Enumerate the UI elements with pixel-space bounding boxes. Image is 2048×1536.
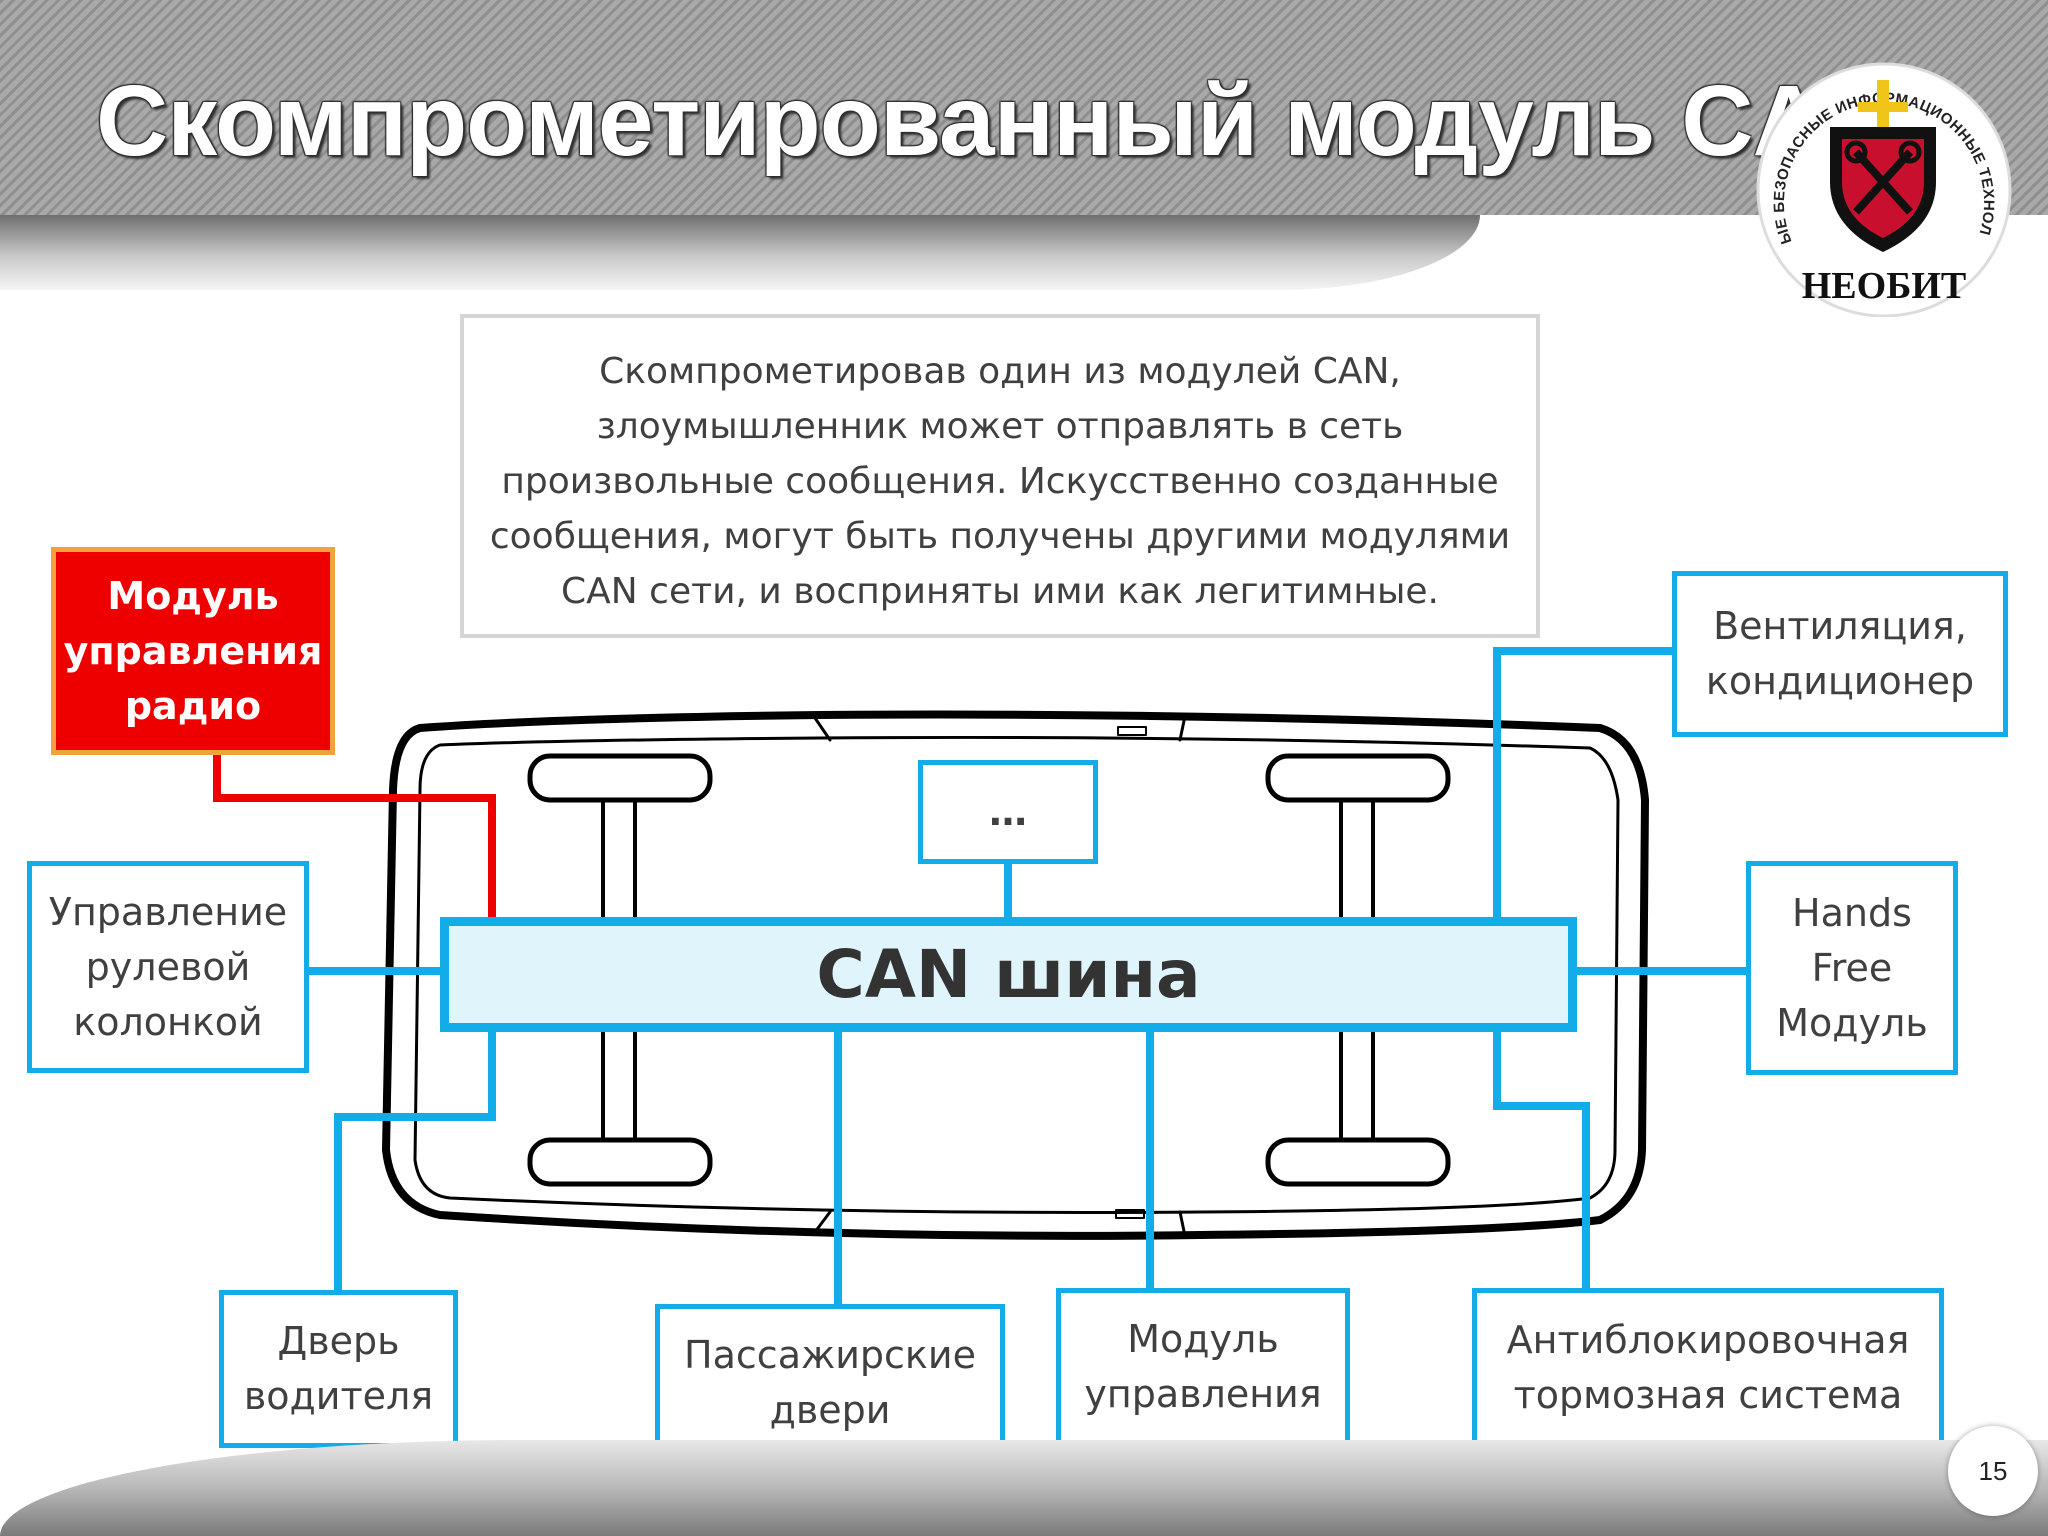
module-other: … xyxy=(918,760,1098,864)
neobit-logo: НОВЫЕ БЕЗОПАСНЫЕ ИНФОРМАЦИОННЫЕ ТЕХНОЛОГ… xyxy=(1748,62,2012,317)
module-steering-column: Управление рулевой колонкой xyxy=(27,861,309,1073)
title-banner xyxy=(0,0,2048,215)
can-bus: CAN шина xyxy=(440,917,1577,1032)
can-links xyxy=(307,647,1746,1306)
link-ventilation xyxy=(1493,647,1672,917)
module-abs: Антиблокировочная тормозная система xyxy=(1472,1288,1944,1448)
module-radio-compromised: Модуль управления радио xyxy=(51,547,335,755)
page-number: 15 xyxy=(1948,1426,2038,1516)
link-driver-door xyxy=(334,1032,496,1292)
slide-title: Скомпрометированный модуль CAN xyxy=(96,65,1896,177)
description-text: Скомпрометировав один из модулей CAN, зл… xyxy=(489,351,1511,612)
module-hands-free: Hands Free Модуль xyxy=(1746,861,1958,1075)
car-outline xyxy=(382,710,1649,1240)
title-banner-shadow xyxy=(0,215,1480,290)
module-driver-door: Дверь водителя xyxy=(219,1290,458,1448)
link-abs xyxy=(1493,1032,1590,1290)
module-passenger-doors: Пассажирские двери xyxy=(655,1304,1005,1462)
link-radio-compromised xyxy=(213,753,496,917)
can-bus-label: CAN шина xyxy=(816,936,1201,1013)
description-box: Скомпрометировав один из модулей CAN, зл… xyxy=(460,314,1540,638)
module-ventilation: Вентиляция, кондиционер xyxy=(1672,571,2008,737)
logo-name: НЕОБИТ xyxy=(1802,265,1967,307)
footer-band xyxy=(0,1440,2048,1536)
